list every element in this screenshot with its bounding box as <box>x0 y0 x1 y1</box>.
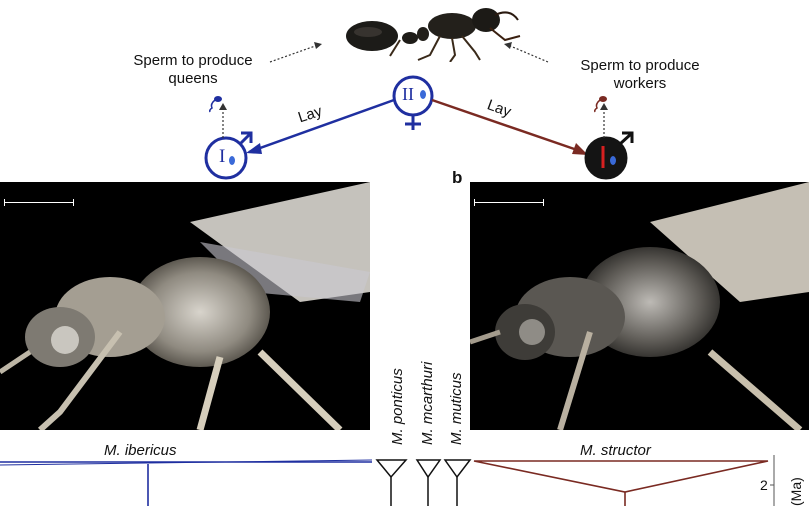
male-left-node <box>204 136 248 180</box>
sperm-icon <box>209 96 222 113</box>
specimen-photo-ibericus <box>0 182 370 430</box>
scale-bar <box>4 199 74 206</box>
sperm-workers-label: Sperm to produce workers <box>580 57 700 92</box>
egg-icon <box>420 90 426 99</box>
sperm-queens-label: Sperm to produce queens <box>133 52 253 87</box>
male-left-symbol: I <box>219 146 226 167</box>
queen-symbol: II <box>402 84 414 104</box>
species-label-structor: M. structor <box>580 442 651 459</box>
panel-b-label: b <box>452 168 463 187</box>
species-label-mcarthuri: M. mcarthuri <box>419 361 436 445</box>
male-symbol-icon <box>238 132 252 146</box>
axis-label-ma: (Ma) <box>788 477 804 506</box>
axis-tick-2: 2 <box>760 477 768 493</box>
egg-icon <box>229 156 235 165</box>
phylogeny-tree <box>0 455 775 506</box>
male-right-node <box>584 136 628 180</box>
egg-icon <box>610 156 616 165</box>
species-label-muticus: M. muticus <box>448 372 465 445</box>
specimen-photo-structor <box>470 182 809 430</box>
lay-arrow-right <box>431 98 584 154</box>
species-label-ibericus: M. ibericus <box>104 442 177 459</box>
ant-photo <box>346 8 521 62</box>
reproduction-diagram <box>204 42 634 180</box>
species-label-ponticus: M. ponticus <box>389 368 406 445</box>
lay-arrow-left <box>248 98 395 154</box>
scale-bar <box>474 199 544 206</box>
sperm-icon <box>594 96 607 113</box>
